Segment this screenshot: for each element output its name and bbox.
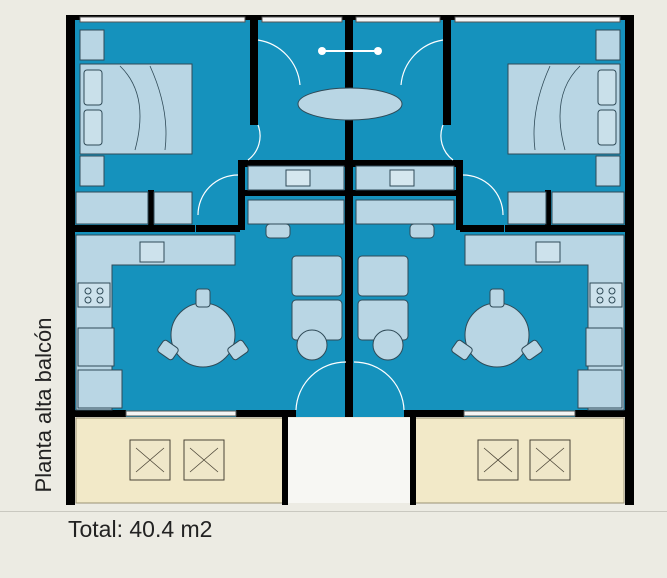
stove	[77, 282, 111, 308]
walls	[66, 15, 634, 505]
toilet	[409, 223, 435, 239]
right-unit	[450, 29, 625, 411]
chair	[195, 288, 211, 308]
sofa	[357, 255, 409, 297]
balcony-left	[75, 417, 287, 504]
left-unit	[75, 29, 250, 411]
side-caption: Planta alta balcón	[31, 317, 56, 493]
wardrobe	[75, 191, 149, 225]
nightstand	[79, 29, 105, 61]
total-area-label: Total: 40.4 m2	[68, 516, 213, 542]
bathtub	[297, 87, 403, 121]
divider	[0, 511, 667, 512]
bathroom	[247, 47, 455, 361]
door-swings	[197, 39, 504, 411]
corridor	[288, 418, 411, 503]
windows	[79, 16, 621, 417]
sink	[139, 241, 165, 263]
wardrobe	[153, 191, 193, 225]
dining-table	[170, 302, 236, 368]
sofa	[291, 255, 343, 297]
toilet	[265, 223, 291, 239]
nightstand	[79, 155, 105, 187]
balcony-furniture	[129, 439, 571, 481]
armchair	[529, 439, 571, 481]
